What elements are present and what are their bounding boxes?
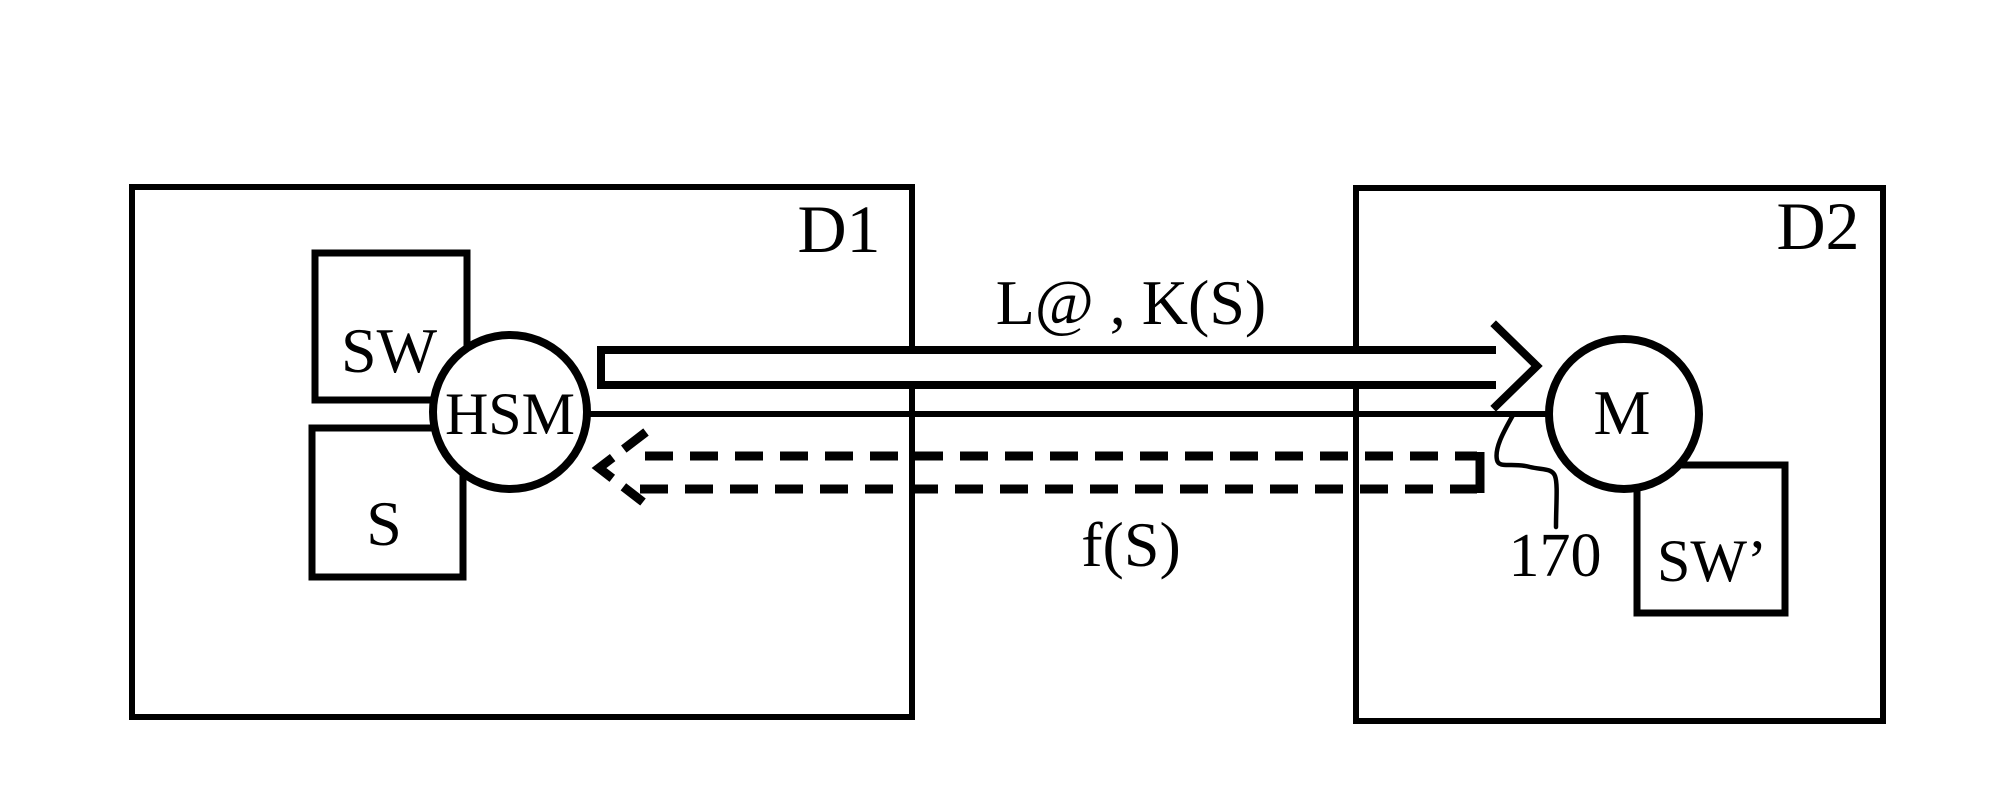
sw-prime-box bbox=[1633, 461, 1789, 617]
device-d2-box bbox=[1353, 185, 1886, 724]
hsm-label: HSM bbox=[444, 381, 576, 447]
m-label: M bbox=[1593, 377, 1651, 448]
s-label: S bbox=[366, 488, 402, 559]
response-message-arrow bbox=[591, 428, 1485, 506]
device-d1-box bbox=[129, 184, 915, 720]
m-circle bbox=[1545, 335, 1703, 493]
forward-message-label: L@ , K(S) bbox=[995, 267, 1267, 338]
s-box bbox=[308, 424, 467, 581]
response-arrowhead-chevron bbox=[591, 428, 649, 506]
ref-170-label: 170 bbox=[1508, 522, 1602, 590]
response-message-label: f(S) bbox=[1081, 509, 1181, 580]
sw-prime-label: SW’ bbox=[1657, 528, 1767, 594]
hsm-circle bbox=[429, 331, 591, 493]
ref-170-leader-line bbox=[1494, 412, 1559, 530]
forward-arrowhead-chevron bbox=[1490, 320, 1543, 412]
sw-label: SW bbox=[341, 315, 437, 386]
device-d1-label: D1 bbox=[797, 191, 881, 267]
forward-message-arrow bbox=[597, 320, 1543, 412]
device-d2-label: D2 bbox=[1776, 188, 1860, 264]
